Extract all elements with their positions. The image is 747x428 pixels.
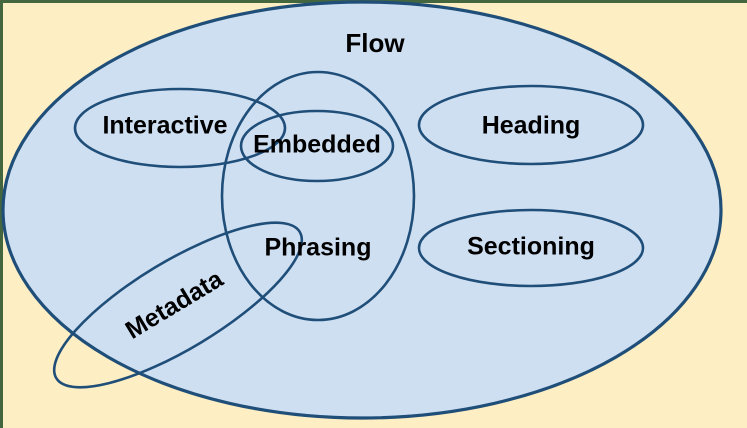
set-ellipse-phrasing[interactable]: [220, 70, 416, 322]
set-ellipse-embedded[interactable]: [239, 109, 395, 183]
set-label-sectioning: Sectioning: [467, 233, 595, 261]
set-label-heading: Heading: [482, 112, 581, 140]
set-label-embedded: Embedded: [253, 131, 381, 159]
set-label-phrasing: Phrasing: [265, 234, 372, 262]
set-ellipse-flow[interactable]: [1, 0, 723, 420]
set-ellipse-heading[interactable]: [417, 84, 645, 166]
set-ellipse-sectioning[interactable]: [417, 208, 645, 288]
set-label-flow: Flow: [345, 28, 405, 58]
set-label-interactive: Interactive: [102, 112, 227, 140]
set-ellipse-interactive[interactable]: [73, 87, 287, 169]
set-ellipse-metadata[interactable]: [34, 194, 323, 416]
